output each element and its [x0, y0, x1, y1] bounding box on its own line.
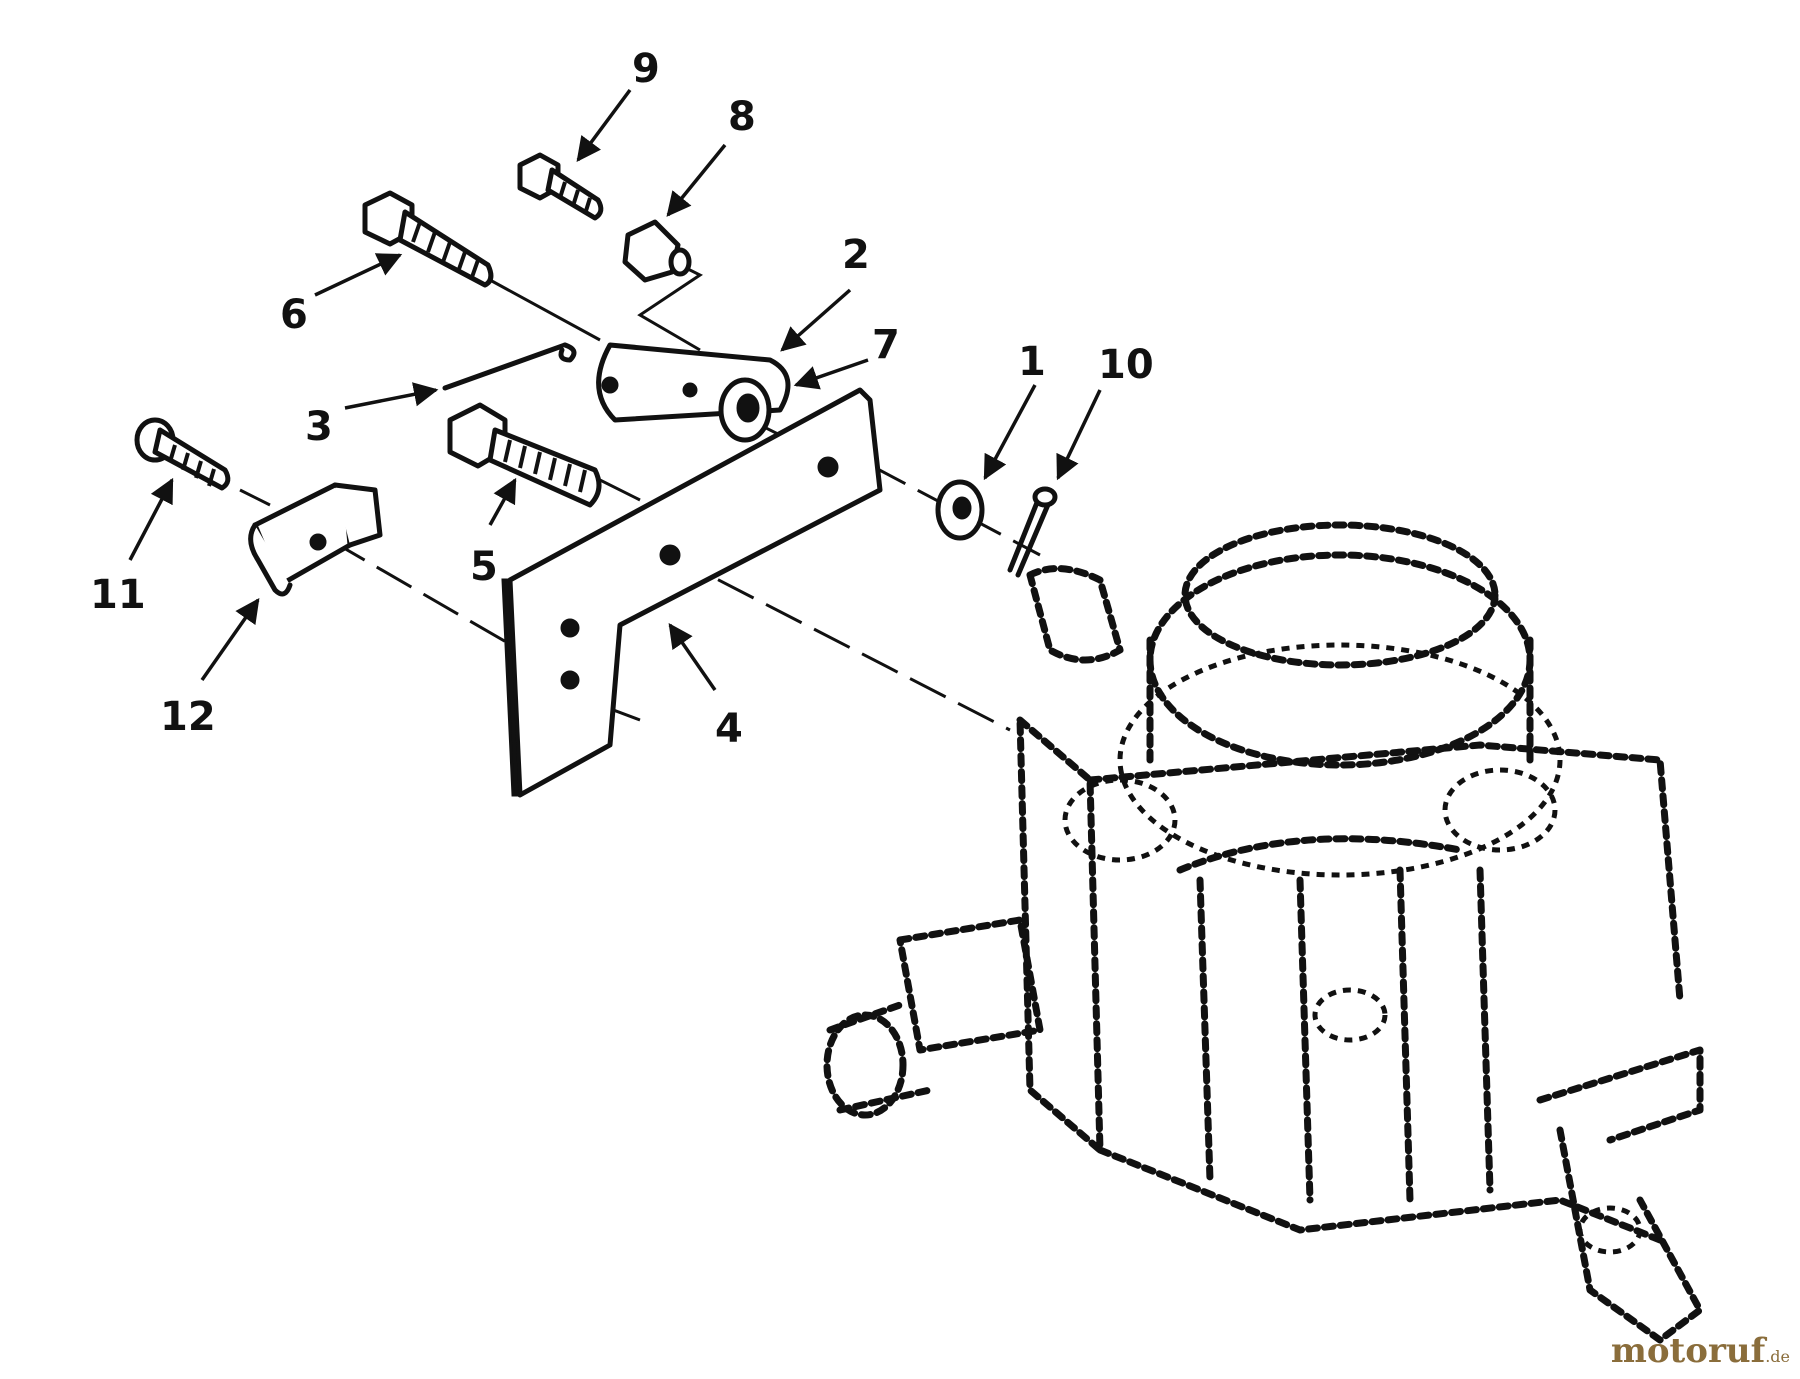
leader-8	[666, 143, 727, 217]
callout-5: 5	[470, 544, 498, 590]
leader-3	[344, 382, 439, 410]
leader-5	[488, 477, 517, 526]
leader-6	[314, 253, 403, 297]
callout-12: 12	[160, 694, 216, 740]
part-3-rod	[442, 342, 577, 391]
part-1-washer	[935, 479, 985, 541]
leader-12	[200, 597, 260, 682]
leader-7	[793, 358, 869, 390]
leader-11	[128, 477, 174, 561]
leader-2	[780, 288, 852, 352]
leader-lines	[128, 88, 1102, 691]
callout-11: 11	[90, 572, 146, 618]
part-6-bolt	[362, 190, 494, 288]
watermark-logo: motoruf.de	[1611, 1331, 1790, 1371]
part-12-clip	[248, 482, 383, 597]
callout-8: 8	[728, 94, 756, 140]
part-5-bolt	[447, 402, 602, 508]
watermark-brand: motoruf	[1610, 1331, 1766, 1371]
callout-3: 3	[305, 404, 333, 450]
carburetor-phantom	[823, 521, 1704, 1344]
part-4-bracket	[501, 387, 883, 798]
callout-1: 1	[1018, 339, 1046, 385]
callout-10: 10	[1098, 342, 1154, 388]
part-10-cotter-pin	[1007, 486, 1058, 578]
part-11-screw	[134, 417, 231, 491]
leader-1	[983, 384, 1037, 481]
callout-7: 7	[872, 322, 900, 368]
leader-10	[1056, 389, 1102, 481]
part-8-spacer	[622, 219, 692, 283]
callout-4: 4	[715, 706, 743, 752]
callout-labels: 1 2 3 4 5 6 7 8 9 10 11 12	[90, 46, 1154, 752]
watermark-suffix: .de	[1765, 1347, 1790, 1366]
callout-9: 9	[632, 46, 660, 92]
leader-4	[668, 622, 717, 691]
part-9-bolt	[517, 152, 604, 221]
leader-9	[576, 88, 632, 162]
callout-2: 2	[842, 232, 870, 278]
callout-6: 6	[280, 292, 308, 338]
part-7-washer	[718, 377, 772, 443]
